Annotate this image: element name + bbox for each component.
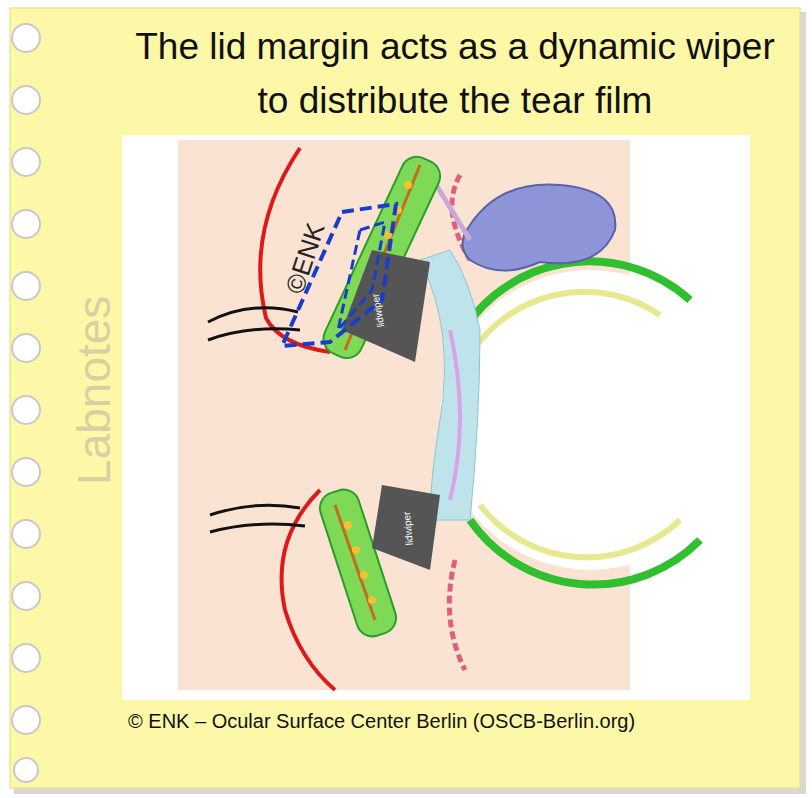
caption: © ENK – Ocular Surface Center Berlin (OS… (128, 708, 768, 734)
binding-holes (12, 24, 40, 782)
eyelash (210, 524, 305, 532)
choroid-arc (480, 505, 680, 557)
note-paper (10, 8, 800, 788)
eyelash (208, 308, 298, 322)
conjunctiva (449, 560, 465, 670)
watermark: Labnotes (70, 295, 121, 484)
cornea-line (450, 330, 460, 500)
eyelash (210, 505, 300, 515)
gland-dots (344, 521, 376, 604)
tear-film (420, 250, 480, 520)
picture-ground (122, 135, 750, 700)
choroid-arc (470, 292, 660, 355)
lower-lid-wiper (372, 485, 440, 570)
globe (440, 270, 740, 570)
title: The lid margin acts as a dynamic wiper t… (120, 20, 790, 128)
eyelash (208, 329, 300, 340)
meibomian-gland (335, 505, 375, 620)
upper-tarsus (318, 152, 445, 364)
lacrimal-gland (463, 185, 616, 271)
